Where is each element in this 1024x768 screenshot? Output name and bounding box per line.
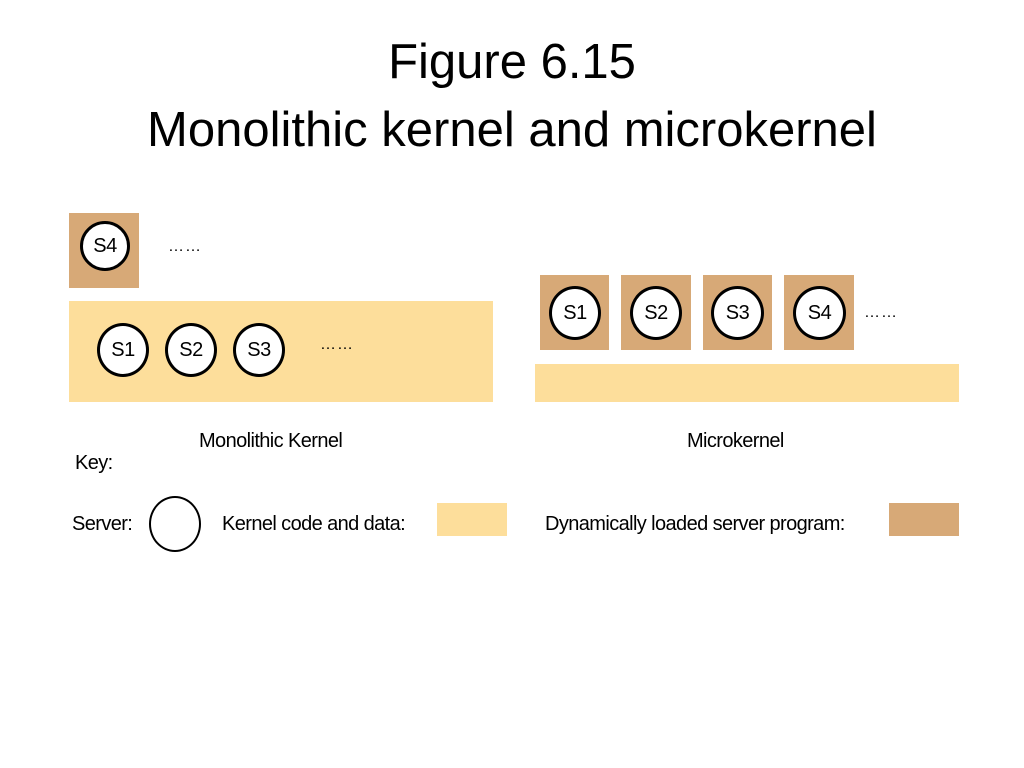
server-label: S2 [179,338,203,361]
micro-server-box-4: S4 [784,275,854,350]
monolithic-ellipsis: …… [320,336,354,353]
micro-server-box-3: S3 [703,275,772,350]
server-s1-circle: S1 [97,323,149,377]
key-server-label: Server: [72,513,133,535]
microkernel-box [535,364,959,402]
server-label: S3 [247,338,271,361]
server-label: S4 [807,301,832,324]
key-kernel-swatch [437,503,507,536]
server-s4-circle: S4 [80,221,130,271]
figure-title: Monolithic kernel and microkernel [147,103,877,157]
server-s2-circle: S2 [165,323,217,377]
monolithic-loaded-server-box: S4 [69,213,139,288]
server-label: S1 [111,338,135,361]
server-label: S1 [563,301,587,324]
server-label: S3 [725,301,750,324]
monolithic-kernel-box: S1 S2 S3 …… [69,301,493,402]
server-label: S4 [93,234,117,257]
key-heading: Key: [75,452,113,474]
microkernel-caption: Microkernel [687,430,784,452]
figure-number: Figure 6.15 [388,35,636,89]
server-s4-circle: S4 [793,286,846,340]
monolithic-loaded-ellipsis: …… [168,238,202,255]
server-s3-circle: S3 [233,323,285,377]
server-s1-circle: S1 [549,286,601,340]
microkernel-ellipsis: …… [864,304,898,321]
key-dynamic-label: Dynamically loaded server program: [545,513,845,535]
server-label: S2 [644,301,668,324]
key-server-circle [149,496,201,552]
key-dynamic-swatch [889,503,959,536]
micro-server-box-1: S1 [540,275,609,350]
server-s2-circle: S2 [630,286,682,340]
micro-server-box-2: S2 [621,275,691,350]
monolithic-caption: Monolithic Kernel [199,430,343,452]
server-s3-circle: S3 [711,286,764,340]
key-kernel-label: Kernel code and data: [222,513,406,535]
